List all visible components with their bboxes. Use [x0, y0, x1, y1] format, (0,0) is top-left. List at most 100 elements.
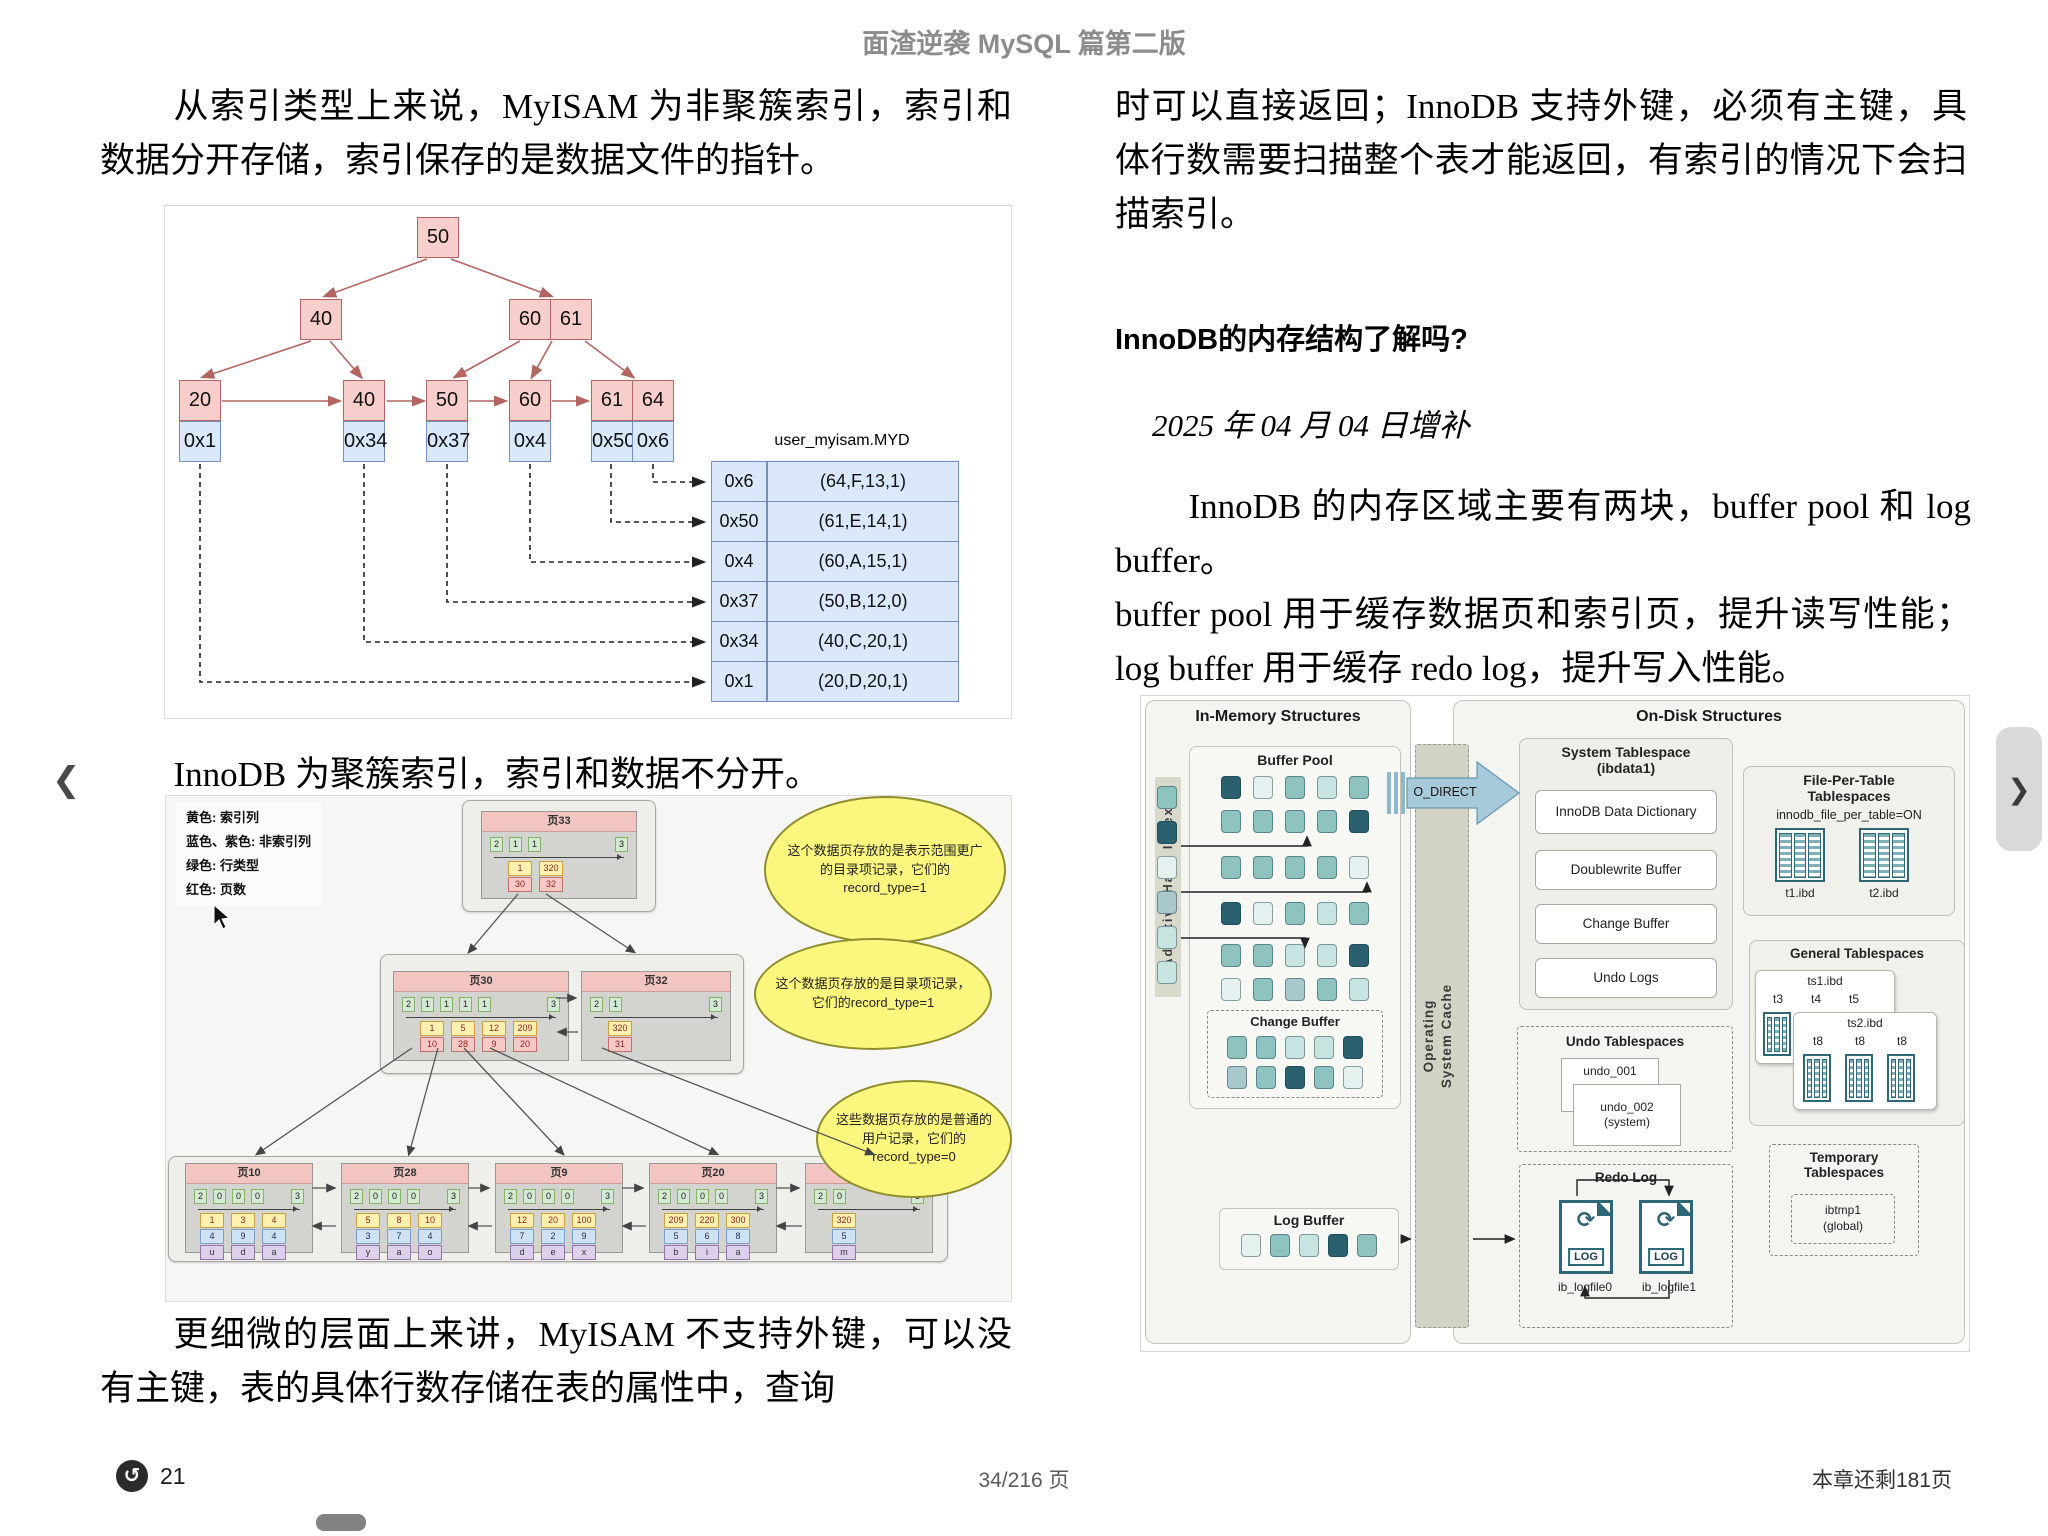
- value-cell: i: [695, 1245, 719, 1260]
- system-tablespace-line1: System Tablespace: [1561, 744, 1691, 760]
- value-cell: a: [387, 1245, 411, 1260]
- legend-item: 红色: 页数: [186, 882, 246, 897]
- btree-root-node: 50: [417, 217, 459, 258]
- table-row: 0x34(40,C,20,1): [711, 621, 959, 662]
- annotation-bubble-3: 这些数据页存放的是普通的用户记录，它们的record_type=0: [816, 1080, 1012, 1198]
- home-indicator[interactable]: [316, 1514, 366, 1531]
- annotation-bubble-1: 这个数据页存放的是表示范围更广的目录项记录，它们的 record_type=1: [764, 796, 1006, 944]
- value-cell: 3: [356, 1229, 380, 1244]
- record-cell: 3: [709, 997, 722, 1012]
- buffer-page-square: [1227, 1066, 1247, 1089]
- row-pointer: 0x1: [711, 661, 767, 702]
- buffer-pool-row: [1189, 902, 1401, 925]
- log-file-icon: ⟳ LOG: [1639, 1200, 1693, 1274]
- value-cell: 3: [231, 1213, 255, 1228]
- buffer-page-square: [1157, 926, 1177, 949]
- undo-002-line2: (system): [1604, 1115, 1650, 1129]
- record-cell: 0: [561, 1189, 574, 1204]
- btree-key: 50: [417, 217, 459, 258]
- buffer-page-square: [1221, 810, 1241, 833]
- record-cell: 2: [504, 1189, 517, 1204]
- system-tablespace-line2: (ibdata1): [1596, 760, 1656, 776]
- legend-item: 黄色: 索引列: [186, 810, 259, 825]
- os-cache-bar: [1415, 744, 1469, 1328]
- record-cell: 0: [715, 1189, 728, 1204]
- row-value: (61,E,14,1): [767, 501, 959, 542]
- prev-page-chevron-icon[interactable]: ❮: [52, 760, 81, 800]
- ts2-label: ts2.ibd: [1847, 1016, 1883, 1030]
- record-cell: 3: [447, 1189, 460, 1204]
- record-cell: 0: [388, 1189, 401, 1204]
- buffer-page-square: [1270, 1234, 1290, 1257]
- redo-file-label: ib_logfile0: [1557, 1280, 1613, 1294]
- ibtmp1-line1: ibtmp1: [1824, 1203, 1862, 1218]
- value-cell: m: [832, 1245, 856, 1260]
- record-cell: 0: [232, 1189, 245, 1204]
- record-cell: 2: [402, 997, 415, 1012]
- next-page-button[interactable]: ❯: [1996, 727, 2042, 851]
- back-arrow-icon[interactable]: ↺: [116, 1460, 148, 1492]
- change-buffer-label: Change Buffer: [1250, 1014, 1340, 1029]
- btree-leaf-keys: 60: [509, 380, 551, 421]
- log-buffer-row: [1219, 1234, 1399, 1257]
- undo-logs-box: Undo Logs: [1535, 958, 1717, 998]
- buffer-page-square: [1328, 1234, 1348, 1257]
- value-cell: 300: [726, 1213, 750, 1228]
- value-cell: 4: [418, 1229, 442, 1244]
- value-cell: x: [572, 1245, 596, 1260]
- table-file-icon: [1845, 1054, 1873, 1102]
- ts-table-label: t8: [1896, 1034, 1907, 1048]
- buffer-page-square: [1357, 1234, 1377, 1257]
- page-position: 34/216 页: [978, 1469, 1070, 1492]
- innodb-data-dictionary-box: InnoDB Data Dictionary: [1535, 790, 1717, 834]
- page-title: 页30: [394, 972, 568, 992]
- ahi-squares: [1157, 786, 1177, 984]
- record-cell: 2: [194, 1189, 207, 1204]
- record-cell: 61: [591, 380, 633, 421]
- buffer-page-square: [1157, 856, 1177, 879]
- fpt-setting: innodb_file_per_table=ON: [1776, 808, 1922, 822]
- buffer-page-square: [1285, 776, 1305, 799]
- record-chain-arrow: [508, 1205, 610, 1212]
- left-paragraph-1: 从索引类型上来说，MyISAM 为非聚簇索引，索引和数据分开存储，索引保存的是数…: [100, 87, 1012, 180]
- record-cell: 40: [300, 299, 342, 340]
- value-cell: 20: [541, 1213, 565, 1228]
- buffer-pool-row: [1189, 944, 1401, 967]
- ibtmp1-box: ibtmp1 (global): [1791, 1194, 1895, 1244]
- value-cell: 209: [513, 1021, 537, 1036]
- record-cell: 1: [421, 997, 434, 1012]
- buffer-page-square: [1253, 944, 1273, 967]
- back-jump-button[interactable]: ↺ 21: [116, 1460, 186, 1492]
- value-cell: 220: [695, 1213, 719, 1228]
- change-buffer-row: [1207, 1066, 1383, 1089]
- buffer-page-square: [1349, 776, 1369, 799]
- value-cell: 320: [539, 861, 563, 876]
- page-title: 页10: [186, 1164, 312, 1184]
- record-chain-arrow: [494, 853, 624, 860]
- record-chain-arrow: [198, 1205, 300, 1212]
- buffer-page-square: [1285, 902, 1305, 925]
- ts-table-label: t8: [1854, 1034, 1865, 1048]
- value-cell: 5: [356, 1213, 380, 1228]
- ts1-label: ts1.ibd: [1807, 974, 1843, 988]
- os-cache-line1: Operating: [1421, 999, 1436, 1073]
- record-cell: 1: [609, 997, 622, 1012]
- ibtmp1-line2: (global): [1822, 1219, 1864, 1233]
- page-title: 页9: [496, 1164, 622, 1184]
- buffer-page-square: [1221, 856, 1241, 879]
- ts-table-label: t3: [1772, 992, 1783, 1006]
- table-file-icon: [1803, 1054, 1831, 1102]
- value-cell: 9: [482, 1037, 506, 1052]
- value-cell: 32: [539, 877, 563, 892]
- btree-leaf-pointers: 0x1: [179, 421, 221, 462]
